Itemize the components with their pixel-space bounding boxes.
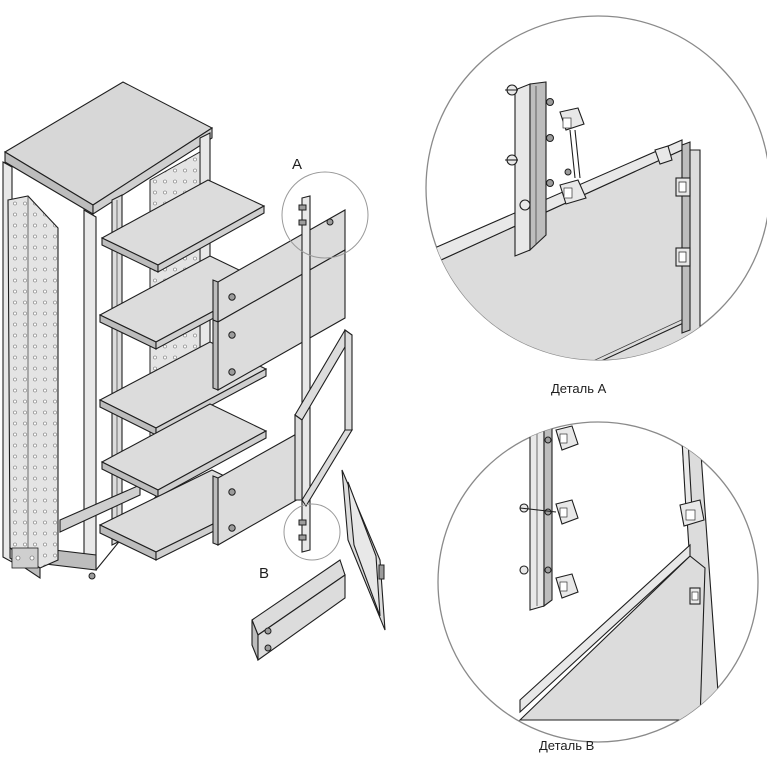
front-cover-plates [212,209,346,546]
detail-a-caption: Деталь А [551,381,607,396]
callout-b-circle [283,503,341,561]
detail-a-rail [514,83,531,257]
callout-a-marker: A [292,156,302,173]
door-frame-assembly [251,195,386,662]
callout-a-circle [281,171,369,259]
detail-a-zoom: Деталь А [425,15,767,396]
detail-b-caption: Деталь В [539,738,594,753]
detail-b-zoom: Деталь В [437,421,759,753]
side-panel-perforated [7,195,59,580]
callout-b-marker: B [259,565,269,582]
